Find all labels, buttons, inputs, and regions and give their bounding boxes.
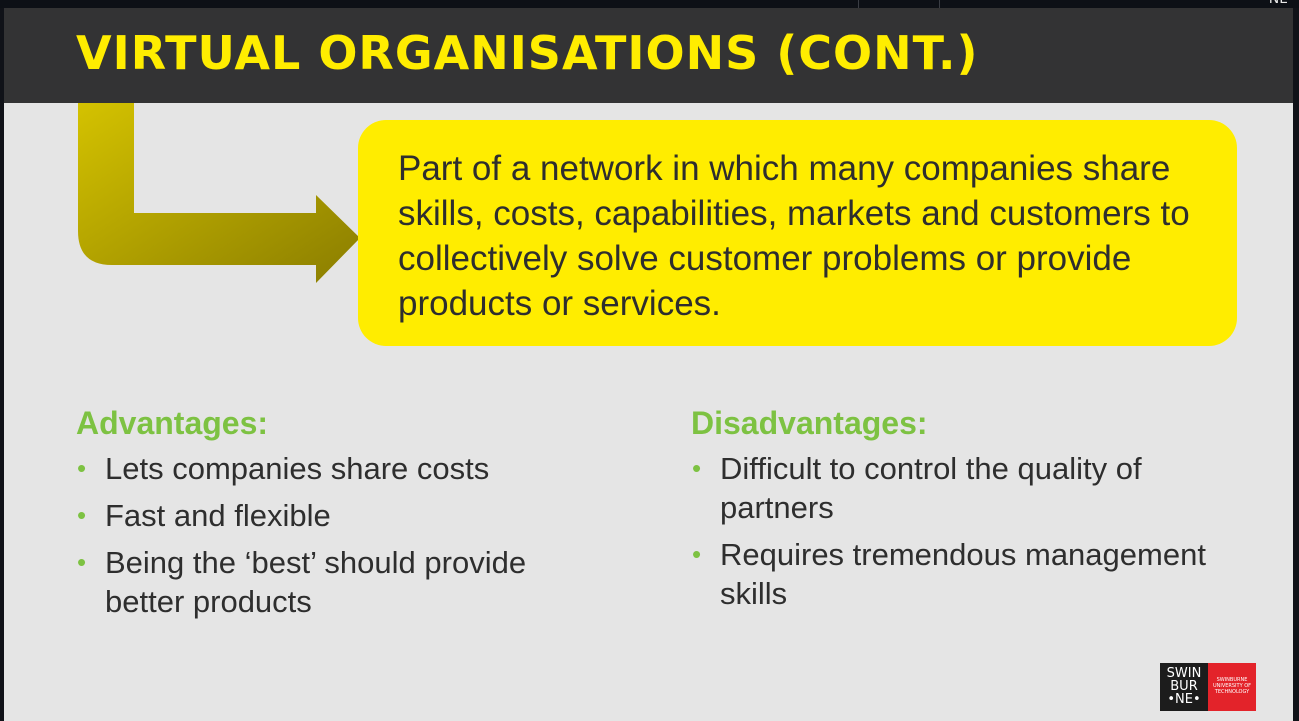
list-item: • Being the ‘best’ should provide better … bbox=[76, 543, 596, 621]
list-item-text: Difficult to control the quality of part… bbox=[720, 451, 1142, 525]
list-item-text: Lets companies share costs bbox=[105, 451, 490, 486]
top-bar-corner-text: NL bbox=[1269, 0, 1287, 7]
advantages-column: Advantages: • Lets companies share costs … bbox=[76, 404, 596, 629]
bullet-icon: • bbox=[77, 547, 87, 577]
disadvantages-column: Disadvantages: • Difficult to control the… bbox=[691, 404, 1211, 621]
disadvantages-heading: Disadvantages: bbox=[691, 405, 928, 441]
list-item: • Difficult to control the quality of par… bbox=[691, 449, 1211, 527]
list-item: • Fast and flexible bbox=[76, 496, 596, 535]
disadvantages-list: • Difficult to control the quality of par… bbox=[691, 449, 1211, 613]
definition-callout: Part of a network in which many companie… bbox=[358, 120, 1237, 346]
slide: VIRTUAL ORGANISATIONS (CONT.) Part of a … bbox=[4, 8, 1293, 721]
window-top-bar: NL bbox=[0, 0, 1299, 8]
list-item-text: Requires tremendous management skills bbox=[720, 537, 1206, 611]
bullet-icon: • bbox=[692, 453, 702, 483]
definition-text: Part of a network in which many companie… bbox=[398, 149, 1190, 323]
advantages-heading: Advantages: bbox=[76, 405, 269, 441]
logo-line: •NE• bbox=[1167, 692, 1201, 707]
bullet-icon: • bbox=[77, 453, 87, 483]
list-item-text: Fast and flexible bbox=[105, 498, 331, 533]
top-bar-divider bbox=[858, 0, 859, 8]
slide-title: VIRTUAL ORGANISATIONS (CONT.) bbox=[76, 26, 979, 80]
logo-tagline: SWINBURNE UNIVERSITY OF TECHNOLOGY bbox=[1208, 663, 1256, 711]
slide-header: VIRTUAL ORGANISATIONS (CONT.) bbox=[4, 8, 1293, 103]
logo-line: SWIN bbox=[1166, 666, 1202, 681]
logo-wordmark: SWIN BUR •NE• bbox=[1160, 663, 1208, 711]
list-item-text: Being the ‘best’ should provide better p… bbox=[105, 545, 527, 619]
advantages-list: • Lets companies share costs • Fast and fl… bbox=[76, 449, 596, 621]
bullet-icon: • bbox=[692, 539, 702, 569]
bent-arrow-right-icon bbox=[78, 103, 360, 283]
list-item: • Requires tremendous management skills bbox=[691, 535, 1211, 613]
list-item: • Lets companies share costs bbox=[76, 449, 596, 488]
swinburne-logo: SWIN BUR •NE• SWINBURNE UNIVERSITY OF TE… bbox=[1160, 663, 1256, 711]
logo-line: BUR bbox=[1170, 679, 1198, 694]
top-bar-divider bbox=[939, 0, 940, 8]
bullet-icon: • bbox=[77, 500, 87, 530]
